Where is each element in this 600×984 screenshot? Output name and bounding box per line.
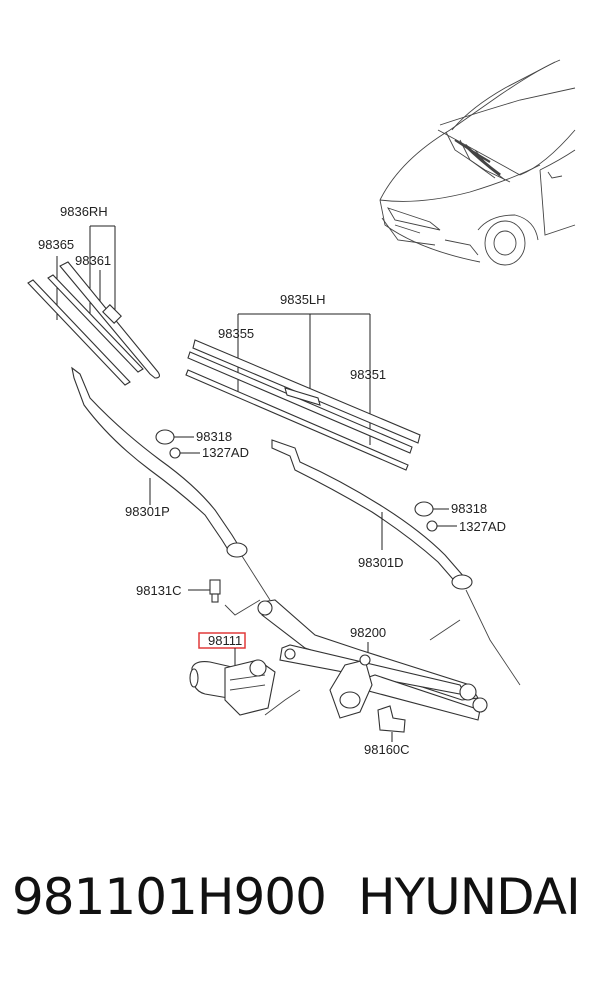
label-98318-b: 98318 <box>451 501 487 516</box>
part-number: 981101H900 <box>12 868 327 926</box>
label-1327ad-b: 1327AD <box>459 519 506 534</box>
label-98318-a: 98318 <box>196 429 232 444</box>
blade-lh-group: 9835LH 98355 98351 <box>185 292 421 471</box>
wiper-parts-diagram: 9836RH 98365 98361 9835LH 98355 98351 98… <box>27 59 576 757</box>
brand-name: HYUNDAI <box>358 868 581 926</box>
wiper-arm-98301p: 98318 1327AD 98301P <box>71 366 249 558</box>
bolt-98131c: 98131C <box>136 579 221 603</box>
label-98365: 98365 <box>38 237 74 252</box>
label-98351: 98351 <box>350 367 386 382</box>
label-98355: 98355 <box>218 326 254 341</box>
label-9836rh: 9836RH <box>60 204 108 219</box>
label-98160c: 98160C <box>364 742 410 757</box>
label-98361: 98361 <box>75 253 111 268</box>
footer: 981101H900 HYUNDAI <box>0 868 600 948</box>
label-9835lh: 9835LH <box>280 292 326 307</box>
car-illustration <box>379 59 576 266</box>
guide-lines <box>224 555 521 716</box>
label-98200: 98200 <box>350 625 386 640</box>
label-98131c: 98131C <box>136 583 182 598</box>
motor-98111: 98111 <box>189 632 276 716</box>
linkage-98200: 98200 <box>257 599 488 721</box>
label-1327ad-a: 1327AD <box>202 445 249 460</box>
blade-rh-group: 9836RH 98365 98361 <box>27 204 160 386</box>
bracket-98160c: 98160C <box>364 705 410 757</box>
label-98301p: 98301P <box>125 504 170 519</box>
wiper-arm-98301d: 98318 1327AD 98301D <box>271 439 506 590</box>
highlight-box <box>198 632 246 649</box>
label-98301d: 98301D <box>358 555 404 570</box>
label-98111: 98111 <box>208 633 242 648</box>
